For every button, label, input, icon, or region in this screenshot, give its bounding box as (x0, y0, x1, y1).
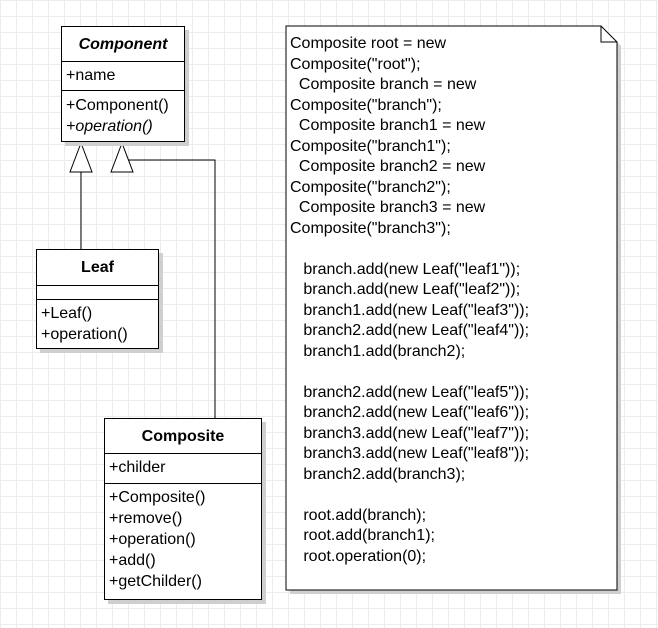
class-leaf-attributes (37, 286, 158, 300)
note-line: branch2.add(new Leaf("leaf6")); (290, 404, 530, 421)
operation: +operation() (66, 118, 153, 135)
note-line: Composite("branch"); (290, 96, 442, 114)
note-line (290, 485, 615, 506)
note-line: Composite root = new (290, 35, 447, 52)
note-line: root.operation(0); (290, 547, 427, 565)
operation: +Component() (66, 97, 169, 114)
class-leaf[interactable]: Leaf +Leaf() +operation() (36, 249, 159, 349)
note-line: Composite branch3 = new (290, 199, 486, 216)
note-line: Composite("branch1"); (290, 137, 451, 155)
operation: +operation() (41, 326, 128, 343)
note-line (290, 362, 615, 383)
note-line: Composite branch = new (290, 76, 477, 93)
class-component[interactable]: Component +name +Component() +operation(… (61, 26, 185, 142)
note-line: branch.add(new Leaf("leaf2")); (290, 281, 521, 298)
note-line: branch2.add(new Leaf("leaf4")); (290, 322, 530, 339)
note-line: Composite("root"); (290, 55, 421, 73)
note-line: Composite branch2 = new (290, 158, 486, 175)
operation: +operation() (109, 531, 196, 548)
note-line: branch3.add(new Leaf("leaf7")); (290, 424, 530, 442)
attribute: +name (66, 67, 116, 84)
note-line: branch.add(new Leaf("leaf1")); (290, 260, 521, 278)
class-component-name: Component (62, 27, 184, 62)
attribute: +childer (109, 459, 166, 476)
note-line: branch3.add(new Leaf("leaf8")); (290, 445, 530, 462)
class-leaf-name: Leaf (37, 250, 158, 286)
leaf-generalization-arrowhead (69, 141, 93, 173)
note-line: branch2.add(branch3); (290, 465, 466, 483)
note-line: branch2.add(new Leaf("leaf5")); (290, 383, 530, 401)
note-line: root.add(branch); (290, 506, 427, 524)
composite-generalization-arrowhead (110, 141, 134, 173)
class-component-attributes: +name (62, 62, 184, 91)
class-composite[interactable]: Composite +childer +Composite() +remove(… (104, 418, 262, 600)
class-composite-operations: +Composite() +remove() +operation() +add… (105, 484, 261, 592)
class-composite-attributes: +childer (105, 454, 261, 484)
class-composite-name: Composite (105, 419, 261, 454)
operation: +Composite() (109, 489, 206, 506)
note-body[interactable] (285, 25, 618, 591)
class-leaf-operations: +Leaf() +operation() (37, 300, 158, 345)
class-component-operations: +Component() +operation() (62, 91, 184, 137)
note-line (290, 239, 615, 260)
operation: +Leaf() (41, 305, 93, 322)
operation: +remove() (109, 510, 183, 527)
note-line: Composite branch1 = new (290, 117, 486, 134)
note-line: Composite("branch2"); (290, 178, 451, 196)
note-line: root.add(branch1); (290, 527, 435, 544)
note-line: Composite("branch3"); (290, 219, 451, 237)
note-line: branch1.add(new Leaf("leaf3")); (290, 301, 530, 319)
operation: +add() (109, 552, 156, 569)
note-fold-corner (600, 26, 617, 43)
operation: +getChilder() (109, 573, 202, 590)
note-line: branch1.add(branch2); (290, 342, 466, 360)
